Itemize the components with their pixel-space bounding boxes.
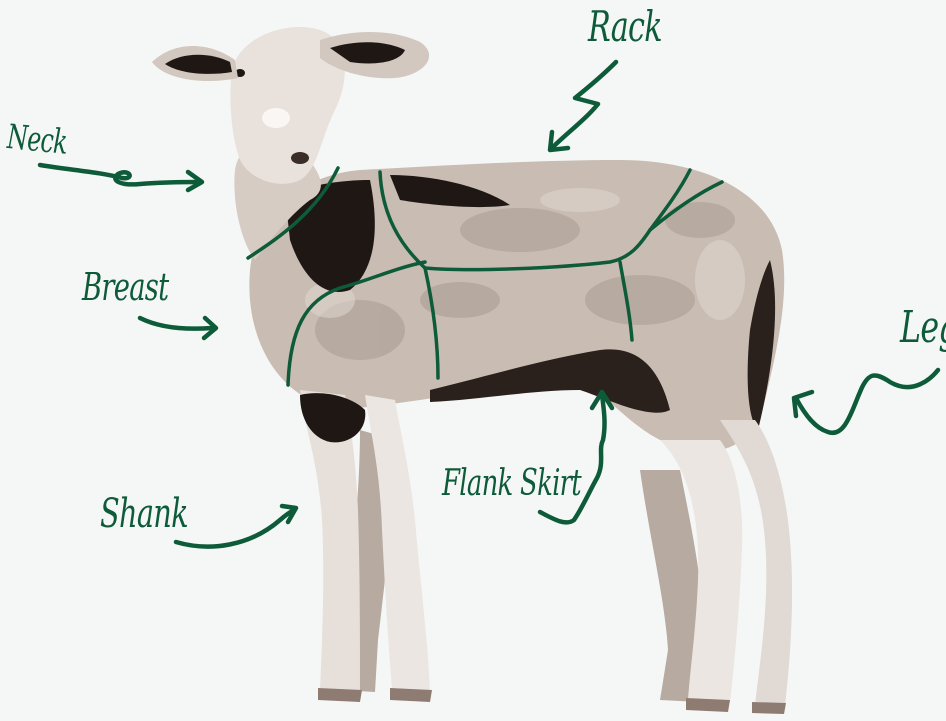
shank-arrow-icon (176, 506, 296, 547)
label-rack: Rack (588, 6, 662, 48)
lamb-figure (152, 27, 792, 714)
label-neck: Neck (6, 120, 67, 160)
neck-arrow-icon (40, 165, 202, 190)
breast-arrow-icon (140, 318, 216, 338)
label-flank-skirt: Flank Skirt (442, 466, 581, 502)
leg-arrow-icon (794, 370, 938, 433)
label-breast: Breast (82, 268, 168, 306)
label-shank: Shank (100, 494, 188, 534)
rack-arrow-icon (550, 62, 616, 150)
label-leg: Leg (900, 306, 946, 350)
